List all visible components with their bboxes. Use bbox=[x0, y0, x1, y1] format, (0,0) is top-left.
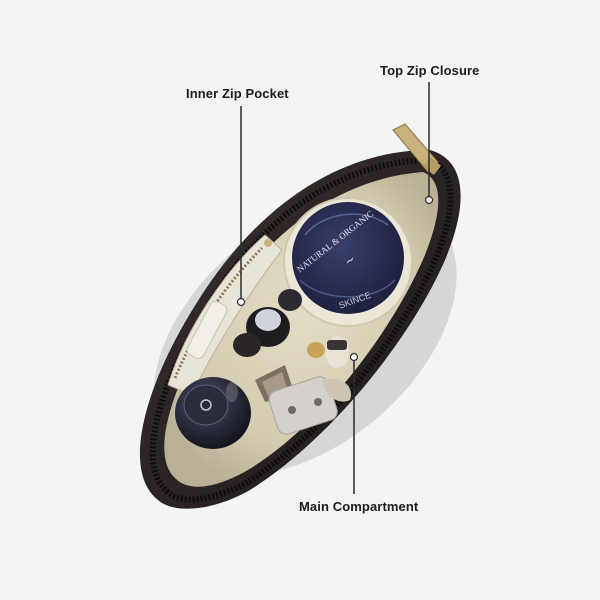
callout-inner-zip-pocket: Inner Zip Pocket bbox=[186, 86, 289, 101]
cosmetic-tin: NATURAL & ORGANIC ~ SKINCE bbox=[283, 197, 413, 327]
callout-dot-top-zip bbox=[424, 195, 434, 205]
callout-main-compartment: Main Compartment bbox=[299, 499, 419, 514]
callout-dots bbox=[236, 195, 434, 362]
makeup-items bbox=[255, 336, 351, 435]
callout-top-zip-closure: Top Zip Closure bbox=[380, 63, 480, 78]
pocket-zip-pull-icon bbox=[264, 239, 272, 247]
cream-jar bbox=[175, 377, 251, 449]
inner-zip-pocket bbox=[167, 234, 283, 396]
callout-dot-main bbox=[349, 352, 359, 362]
callout-lines bbox=[240, 82, 430, 494]
callout-dot-inner-pocket bbox=[236, 297, 246, 307]
phone-edge bbox=[186, 300, 228, 360]
zipper-pull-icon bbox=[392, 123, 441, 175]
dark-bottles bbox=[233, 289, 302, 357]
